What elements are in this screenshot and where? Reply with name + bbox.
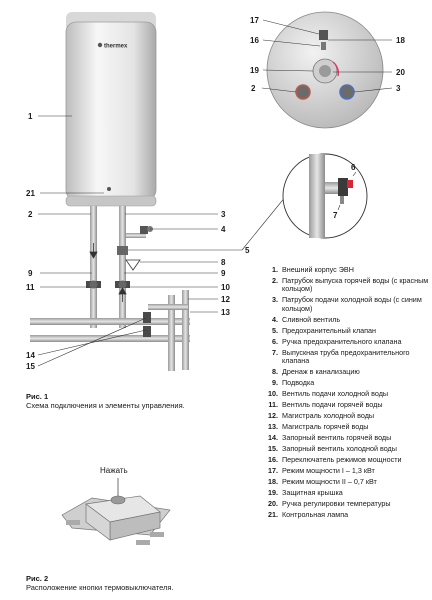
legend-item: 16.Переключатель режимов мощности <box>268 455 402 465</box>
hot-supply-valve <box>86 280 101 289</box>
legend-item: 4.Сливной вентиль <box>272 314 341 324</box>
figure2-text: Расположение кнопки термовыключателя. <box>26 583 174 592</box>
control-panel-view <box>266 11 384 129</box>
legend-item: 1.Внешний корпус ЭВН <box>272 265 354 274</box>
figure1-title: Рис. 1 <box>26 392 49 401</box>
legend-item: 8.Дренаж в канализацию <box>272 367 360 377</box>
callout: 19 <box>250 66 259 75</box>
flow-arrows <box>89 243 127 302</box>
callout: 10 <box>221 283 230 292</box>
callout: 12 <box>221 295 230 304</box>
shutoff-valve-hot <box>143 312 151 323</box>
drain-funnel <box>125 259 141 271</box>
callout: 14 <box>26 351 35 360</box>
legend-item: 19.Защитная крышка <box>268 488 343 498</box>
legend-item: 15.Запорный вентиль холодной воды <box>268 444 397 454</box>
callout-labels: 1 21 2 3 4 5 8 9 9 11 10 12 13 14 15 17 … <box>26 16 405 371</box>
legend-item: 2.Патрубок выпуска горячей воды (с красн… <box>272 276 429 294</box>
legend-item: 10.Вентиль подачи холодной воды <box>268 389 389 399</box>
legend-item: 9.Подводка <box>272 378 315 388</box>
legend-item: 6.Ручка предохранительного клапана <box>272 336 402 346</box>
legend-item: 11.Вентиль подачи горячей воды <box>268 400 383 410</box>
shutoff-valve-cold <box>143 326 151 337</box>
legend-item: 3.Патрубок подачи холодной воды (с синим… <box>272 295 422 313</box>
brand-logo: thermex <box>97 42 128 50</box>
callout: 3 <box>396 84 401 93</box>
callout: 9 <box>28 269 33 278</box>
callout: 18 <box>396 36 405 45</box>
drain-valve <box>140 226 153 234</box>
figure1-text: Схема подключения и элементы управления. <box>26 401 185 410</box>
legend-item: 7.Выпускная труба предохранительного кла… <box>272 347 410 366</box>
callout: 11 <box>26 283 35 292</box>
legend-item: 18.Режим мощности II – 0,7 кВт <box>268 477 377 487</box>
press-button-label: Нажать <box>100 466 128 475</box>
figure2-title: Рис. 2 <box>26 574 49 583</box>
safety-valve <box>117 246 128 255</box>
callout: 20 <box>396 68 405 77</box>
callout: 2 <box>28 210 33 219</box>
legend-list: 1.Внешний корпус ЭВН 2.Патрубок выпуска … <box>264 265 430 522</box>
callout: 16 <box>250 36 259 45</box>
water-heater-tank <box>65 12 157 207</box>
legend-item: 17.Режим мощности I – 1,3 кВт <box>268 466 375 476</box>
leader-lines <box>37 115 287 367</box>
legend-item: 21.Контрольная лампа <box>268 510 349 520</box>
callout: 9 <box>221 269 226 278</box>
callout: 13 <box>221 308 230 317</box>
callout: 1 <box>28 112 33 121</box>
legend-item: 20.Ручка регулировки температуры <box>268 499 391 509</box>
figure1-caption: Рис. 1 Схема подключения и элементы упра… <box>26 392 246 410</box>
figure2-caption: Рис. 2 Расположение кнопки термовыключат… <box>26 574 246 592</box>
safety-valve-detail <box>282 153 368 239</box>
callout: 21 <box>26 189 35 198</box>
callout: 7 <box>333 211 338 220</box>
panel-leader-lines <box>261 19 393 93</box>
callout: 2 <box>251 84 256 93</box>
callout: 5 <box>245 246 250 255</box>
cold-supply-valve <box>115 280 130 289</box>
legend-item: 12.Магистраль холодной воды <box>268 411 375 421</box>
callout: 3 <box>221 210 226 219</box>
callout: 15 <box>26 362 35 371</box>
callout: 4 <box>221 225 226 234</box>
control-lamp <box>107 187 111 191</box>
thermostat-cutout-device <box>61 478 171 545</box>
legend-item: 5.Предохранительный клапан <box>272 325 377 335</box>
svg-text:thermex: thermex <box>104 44 128 50</box>
piping <box>30 206 190 371</box>
callout: 8 <box>221 258 226 267</box>
legend-item: 13.Магистраль горячей воды <box>268 422 369 432</box>
legend-item: 14.Запорный вентиль горячей воды <box>268 433 392 443</box>
callout: 6 <box>351 163 356 172</box>
callout: 17 <box>250 16 259 25</box>
